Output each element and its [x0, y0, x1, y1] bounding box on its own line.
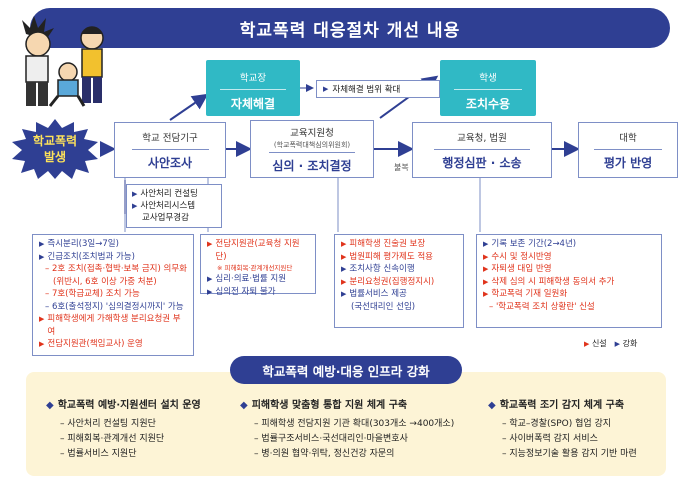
measure-box-1: ▶즉시분리(3일→7일) ▶긴급조치(조치범과 가능) – 2호 조치(접촉·협…: [32, 234, 194, 356]
legend: ▶ 신설 ▶ 강화: [584, 338, 637, 349]
legend-new: ▶ 신설: [584, 339, 607, 348]
page-title: 학교폭력 대응절차 개선 내용: [30, 8, 670, 48]
infra-column-2: ◆피해학생 맞춤형 통합 지원 체계 구축 – 피해학생 전담지원 기관 확대(…: [240, 400, 455, 459]
dissent-label: 불복: [394, 163, 409, 172]
trigger-line1: 학교폭력: [32, 134, 78, 148]
stage-school-head: 학교장 자체해결: [206, 60, 300, 116]
stage-student: 학생 조치수용: [440, 60, 536, 116]
diamond-icon: ◆: [46, 400, 54, 411]
trigger-line2: 발생: [43, 150, 67, 164]
infra-column-1: ◆학교폭력 예방·지원센터 설치 운영 – 사안처리 컨설팅 지원단 – 피해회…: [46, 400, 201, 459]
stage-education-office: 교육지원청 (학교폭력대책심의위원회) 심의 · 조치결정: [250, 120, 374, 178]
legend-strengthen: ▶ 강화: [614, 339, 638, 348]
burst-icon: [12, 119, 98, 179]
measure-box-2: ▶전담지원관(교육청 지원단) ※ 피해회복·관계개선지원단 ▶심리·의료·법률…: [200, 234, 316, 297]
infra-column-3: ◆학교폭력 조기 감지 체계 구축 – 학교–경찰(SPO) 협업 강지 – 사…: [488, 400, 637, 459]
measure-box-3: ▶피해학생 진술권 보장 ▶법원피해 평가제도 적용 ▶조치사항 신속이행 ▶분…: [334, 234, 464, 328]
investigation-support-box: ▶사안처리 컨설팅 ▶사안처리시스템 교사업무경감: [126, 184, 222, 228]
diamond-icon: ◆: [240, 400, 248, 411]
infra-banner: 학교폭력 예방·대응 인프라 강화: [230, 356, 462, 384]
stage-university: 대학 평가 반영: [578, 122, 678, 178]
infra-panel: [26, 372, 666, 476]
violence-occurrence-badge: 학교폭력 발생: [10, 118, 100, 180]
self-resolution-expansion-note: ▶자체해결 범위 확대: [316, 80, 440, 98]
measure-box-4: ▶기록 보존 기간(2→4년) ▶수시 및 정시반영 ▶자퇴생 대입 반영 ▶삭…: [476, 234, 662, 328]
bullying-illustration-icon: [22, 16, 104, 107]
stage-appeal: 교육청, 법원 행정심판 · 소송: [412, 122, 552, 178]
diamond-icon: ◆: [488, 400, 496, 411]
stage-school-team: 학교 전담기구 사안조사: [114, 122, 226, 178]
